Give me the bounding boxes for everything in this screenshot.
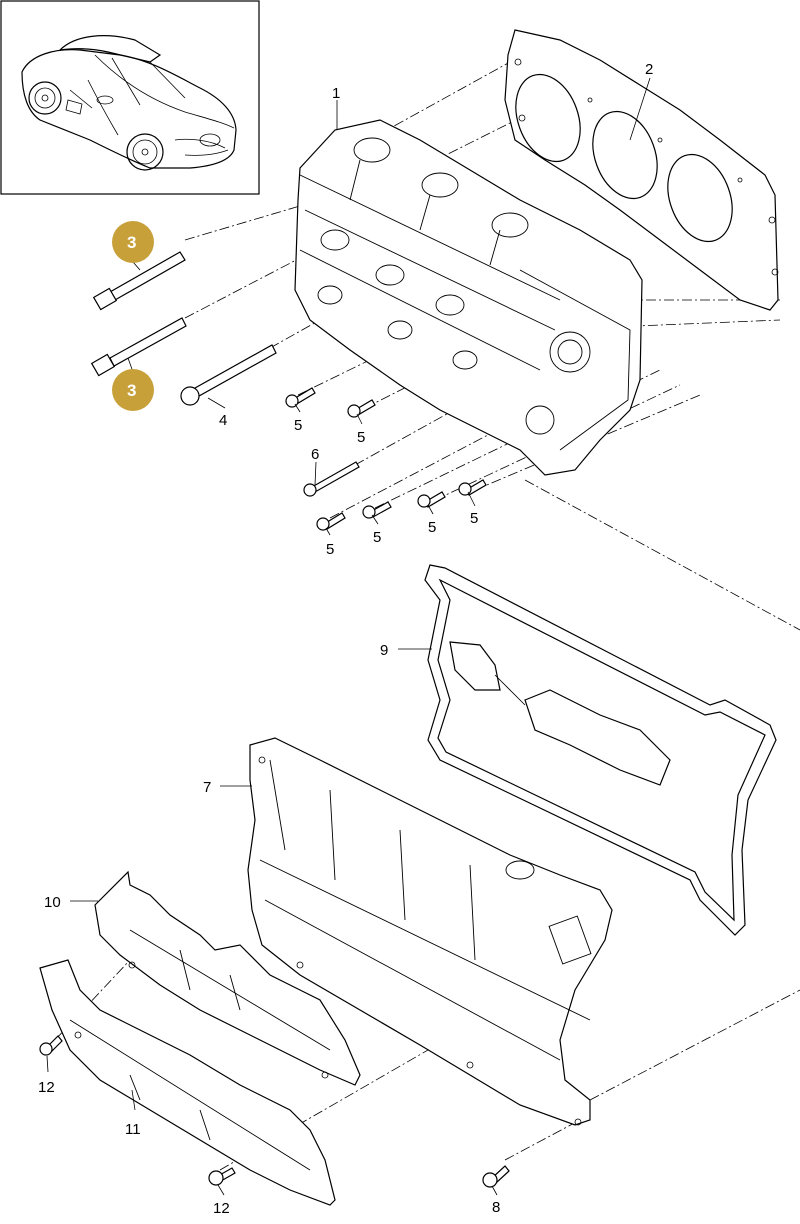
part-10-heat-shield bbox=[94, 870, 361, 1086]
part-5f-callout: 5 bbox=[470, 510, 478, 527]
part-10-label: 10 bbox=[44, 894, 61, 911]
part-5c-callout: 5 bbox=[326, 541, 334, 558]
callout-leaders bbox=[46, 77, 651, 1196]
part-5a-callout: 5 bbox=[294, 417, 302, 434]
part-5a-label: 5 bbox=[294, 417, 302, 434]
part-8-callout: 8 bbox=[492, 1199, 500, 1216]
part-3a-label: 3 bbox=[127, 233, 136, 252]
part-11-label: 11 bbox=[125, 1121, 141, 1138]
part-7-callout: 7 bbox=[203, 779, 211, 796]
part-11-callout: 11 bbox=[125, 1121, 141, 1138]
part-12b-callout: 12 bbox=[213, 1200, 230, 1217]
part-1-label: 1 bbox=[332, 85, 340, 102]
part-5b-callout: 5 bbox=[357, 429, 365, 446]
part-3b-bolt bbox=[90, 317, 187, 377]
rear-wheel-icon bbox=[28, 81, 62, 115]
part-5a-screw bbox=[285, 387, 316, 408]
part-7-label: 7 bbox=[203, 779, 211, 796]
part-12a-label: 12 bbox=[38, 1079, 55, 1096]
part-3b-callout-badge: 3 bbox=[112, 369, 154, 411]
part-5b-label: 5 bbox=[357, 429, 365, 446]
part-3b-badge-circle bbox=[112, 369, 154, 411]
part-5d-screw bbox=[362, 501, 392, 519]
part-5d-callout: 5 bbox=[373, 529, 381, 546]
part-9-cover-gasket bbox=[424, 564, 777, 936]
part-12a-callout: 12 bbox=[38, 1079, 55, 1096]
part-7-camshaft-cover bbox=[247, 737, 613, 1126]
part-1-cylinder-head bbox=[294, 119, 643, 476]
part-12b-label: 12 bbox=[213, 1200, 230, 1217]
part-1-callout: 1 bbox=[332, 85, 340, 102]
car-thumbnail-icon bbox=[21, 35, 237, 171]
part-5b-screw bbox=[347, 399, 376, 418]
part-5c-screw bbox=[316, 512, 346, 531]
part-10-callout: 10 bbox=[44, 894, 61, 911]
part-6-label: 6 bbox=[311, 446, 319, 463]
part-12a-screw bbox=[39, 1035, 63, 1056]
part-5c-label: 5 bbox=[326, 541, 334, 558]
part-12b-screw bbox=[208, 1167, 236, 1186]
part-8-screw bbox=[482, 1165, 510, 1188]
part-4-label: 4 bbox=[219, 412, 227, 429]
part-3b-label: 3 bbox=[127, 381, 136, 400]
part-4-bolt bbox=[180, 344, 277, 406]
part-11-heat-shield bbox=[39, 959, 336, 1206]
part-9-callout: 9 bbox=[380, 642, 388, 659]
part-5e-label: 5 bbox=[428, 519, 436, 536]
part-2-label: 2 bbox=[645, 61, 653, 78]
front-wheel-icon bbox=[126, 133, 164, 171]
part-5e-screw bbox=[417, 491, 446, 508]
part-2-callout: 2 bbox=[645, 61, 653, 78]
part-4-callout: 4 bbox=[219, 412, 227, 429]
part-5f-label: 5 bbox=[470, 510, 478, 527]
part-6-callout: 6 bbox=[311, 446, 319, 463]
part-3a-bolt bbox=[92, 251, 186, 311]
part-9-label: 9 bbox=[380, 642, 388, 659]
part-5e-callout: 5 bbox=[428, 519, 436, 536]
part-6-bolt bbox=[303, 461, 360, 497]
vehicle-thumbnail bbox=[0, 0, 260, 195]
part-5d-label: 5 bbox=[373, 529, 381, 546]
part-3a-badge-circle bbox=[112, 221, 154, 263]
part-8-label: 8 bbox=[492, 1199, 500, 1216]
part-3a-callout-badge: 3 bbox=[112, 221, 154, 263]
